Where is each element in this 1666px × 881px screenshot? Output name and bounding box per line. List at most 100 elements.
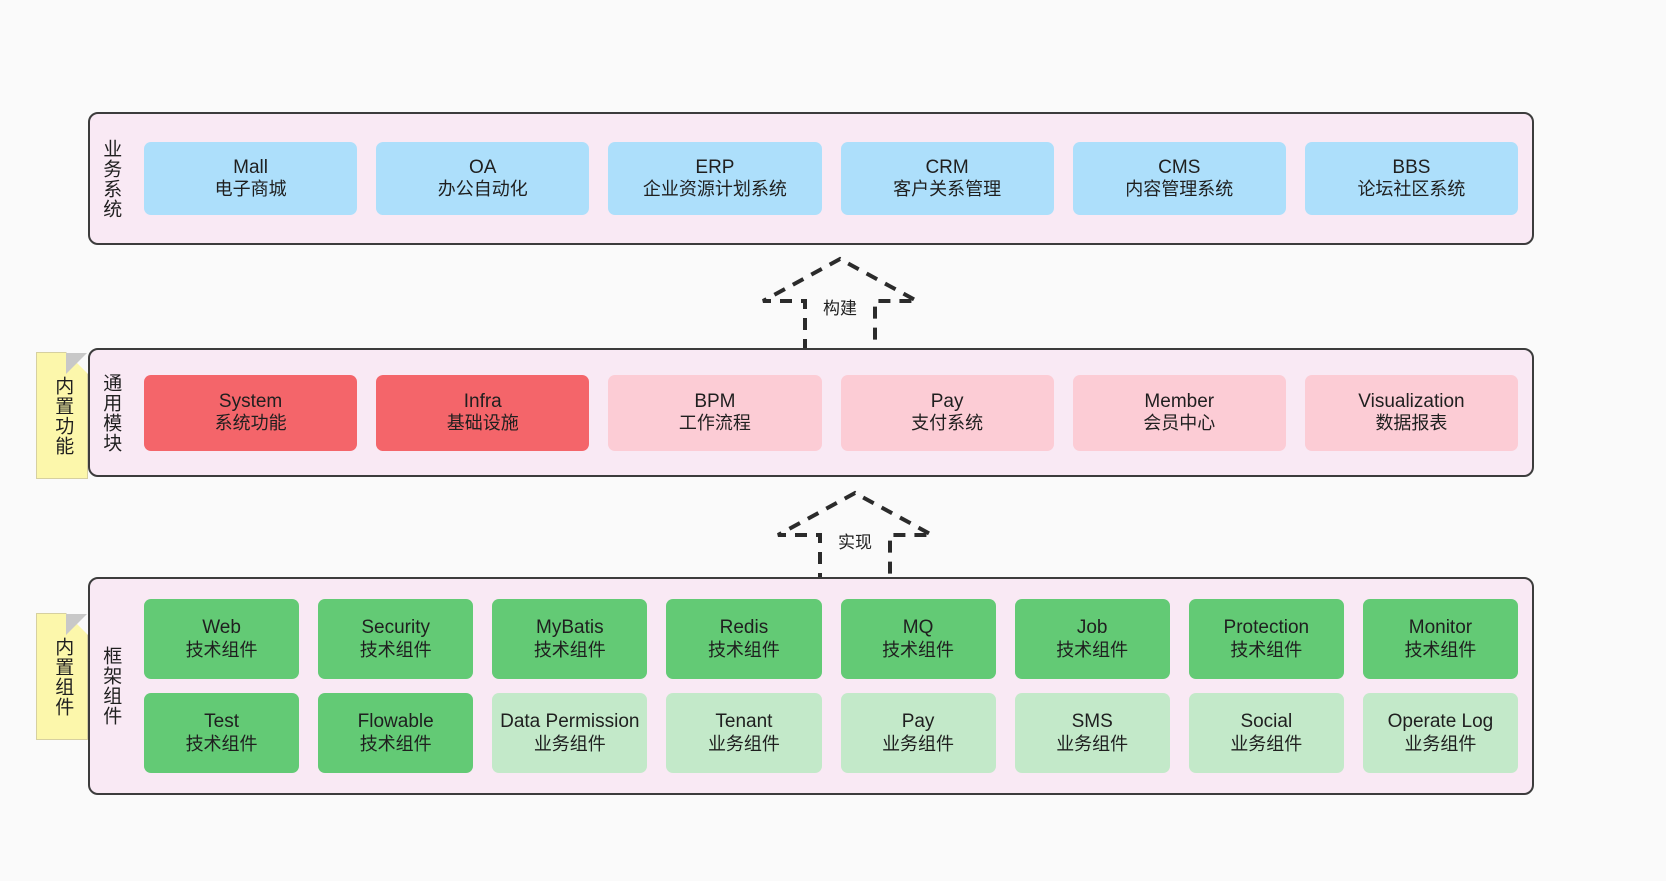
card-desc: 技术组件: [359, 733, 432, 754]
layer-framework-component-title: 框架组件: [100, 646, 122, 726]
card-desc: 技术组件: [707, 639, 780, 660]
card-desc: 业务组件: [1230, 733, 1303, 754]
card-name: Member: [1144, 390, 1215, 412]
card-name: BBS: [1392, 156, 1431, 178]
card-desc: 支付系统: [911, 413, 984, 434]
card-name: Web: [202, 617, 241, 639]
card-desc: 技术组件: [1230, 639, 1303, 660]
card-desc: 办公自动化: [437, 179, 528, 200]
card-name: Protection: [1223, 617, 1310, 639]
card-name: CRM: [925, 156, 969, 178]
card-desc: 工作流程: [678, 413, 751, 434]
card-name: Visualization: [1358, 390, 1465, 412]
card-name: Data Permission: [500, 711, 640, 733]
card-name: Security: [361, 617, 430, 639]
card-desc: 业务组件: [707, 733, 780, 754]
card-desc: 业务组件: [1056, 733, 1129, 754]
card-name: Test: [204, 711, 239, 733]
card-desc: 技术组件: [882, 639, 955, 660]
card-name: System: [218, 390, 283, 412]
card-name: Redis: [719, 617, 769, 639]
connector-build-arrow: [762, 256, 918, 351]
card-desc: 技术组件: [1056, 639, 1129, 660]
card-name: Operate Log: [1387, 711, 1494, 733]
card-name: CMS: [1158, 156, 1201, 178]
layer-business-system-title: 业务系统: [100, 138, 122, 219]
card-name: Pay: [901, 711, 935, 733]
card-desc: 技术组件: [185, 639, 258, 660]
card-name: Monitor: [1408, 617, 1473, 639]
card-desc: 数据报表: [1375, 413, 1448, 434]
card-name: Flowable: [357, 711, 434, 733]
card-name: Pay: [930, 390, 964, 412]
card-name: SMS: [1071, 711, 1113, 733]
card-desc: 客户关系管理: [893, 179, 1002, 200]
card-desc: 内容管理系统: [1125, 179, 1234, 200]
card-desc: 基础设施: [446, 413, 519, 434]
sticky-note-builtin-function: 内置功能: [36, 352, 88, 479]
sticky-note-builtin-component: 内置组件: [36, 613, 88, 740]
card-name: OA: [469, 156, 497, 178]
card-desc: 技术组件: [1404, 639, 1477, 660]
card-name: Social: [1240, 711, 1293, 733]
card-name: Mall: [233, 156, 268, 178]
card-desc: 系统功能: [214, 413, 287, 434]
card-desc: 技术组件: [185, 733, 258, 754]
card-name: ERP: [695, 156, 735, 178]
card-name: Tenant: [715, 711, 773, 733]
connector-realize: 实现: [770, 490, 940, 590]
card-desc: 企业资源计划系统: [642, 179, 787, 200]
card-name: Infra: [463, 390, 502, 412]
card-desc: 会员中心: [1143, 413, 1216, 434]
card-desc: 业务组件: [1404, 733, 1477, 754]
layer-common-module-title: 通用模块: [100, 372, 122, 453]
connector-build: 构建: [755, 256, 925, 356]
card-name: BPM: [694, 390, 736, 412]
card-name: Job: [1076, 617, 1108, 639]
card-desc: 电子商城: [214, 179, 287, 200]
card-desc: 技术组件: [359, 639, 432, 660]
card-name: MyBatis: [536, 617, 604, 639]
card-name: MQ: [902, 617, 934, 639]
card-desc: 业务组件: [882, 733, 955, 754]
card-desc: 论坛社区系统: [1357, 179, 1466, 200]
